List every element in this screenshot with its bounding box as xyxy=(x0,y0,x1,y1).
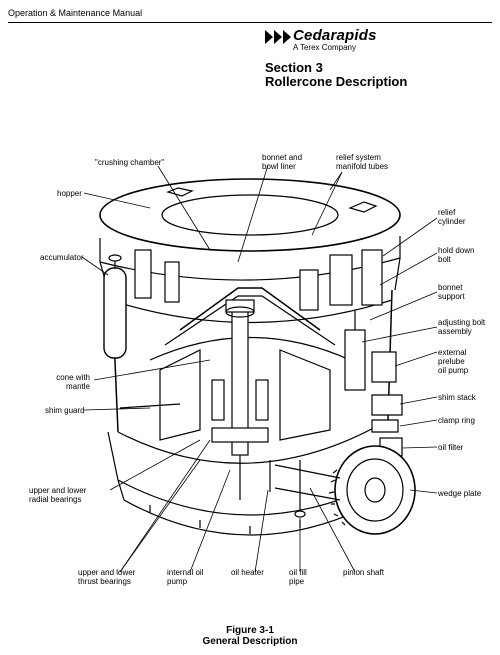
label-bonnet-support-line2: support xyxy=(438,292,465,301)
label-wedge-plate: wedge plate xyxy=(438,489,482,498)
label-ext-pump-line1: external xyxy=(438,348,467,357)
section-number: Section 3 xyxy=(265,60,323,75)
label-ext-pump-line3: oil pump xyxy=(438,366,469,375)
label-external-prelube-oil-pump: external prelube oil pump xyxy=(438,348,468,375)
label-clamp-ring: clamp ring xyxy=(438,416,475,425)
label-oil-fill-line1: oil fill xyxy=(289,568,307,577)
label-adjusting-bolt-line1: adjusting bolt xyxy=(438,318,486,327)
logo-tagline: A Terex Company xyxy=(293,43,356,52)
figure-caption: General Description xyxy=(202,636,298,647)
label-oil-fill-line2: pipe xyxy=(289,577,305,586)
label-radial-line2: radial bearings xyxy=(29,495,82,504)
label-bonnet-support: bonnet support xyxy=(438,283,465,301)
label-pinion-shaft: pinion shaft xyxy=(343,568,384,577)
label-oil-heater: oil heater xyxy=(231,568,264,577)
label-internal-oil-pump: internal oil pump xyxy=(167,568,203,586)
label-relief-manifold-line2: manifold tubes xyxy=(336,162,389,171)
label-thrust-line2: thrust bearings xyxy=(78,577,131,586)
label-relief-system-manifold-tubes: relief system manifold tubes xyxy=(336,153,388,171)
label-shim-stack: shim stack xyxy=(438,393,476,402)
manual-title: Operation & Maintenance Manual xyxy=(8,8,143,18)
label-relief-cylinder-line1: relief xyxy=(438,208,456,217)
label-thrust-line1: upper and lower xyxy=(78,568,136,577)
label-hold-down-line2: bolt xyxy=(438,255,451,264)
label-radial-line1: upper and lower xyxy=(29,486,87,495)
label-adjusting-bolt-assembly: adjusting bolt assembly xyxy=(438,318,485,336)
label-shim-guard: shim guard xyxy=(45,406,85,415)
label-crushing-chamber: "crushing chamber" xyxy=(95,158,165,167)
label-relief-cylinder-line2: cylinder xyxy=(438,217,466,226)
label-accumulator: accumulator xyxy=(40,253,84,262)
label-oil-fill-pipe: oil fill pipe xyxy=(289,568,307,586)
label-oil-filter: oil filter xyxy=(438,443,464,452)
label-relief-cylinder: relief cylinder xyxy=(438,208,466,226)
label-cone-mantle-line2: mantle xyxy=(65,382,90,391)
label-radial-bearings: upper and lower radial bearings xyxy=(29,486,86,504)
figure-number: Figure 3-1 xyxy=(226,625,274,636)
label-relief-manifold-line1: relief system xyxy=(336,153,381,162)
label-adjusting-bolt-line2: assembly xyxy=(438,327,472,336)
header-rule xyxy=(8,22,492,23)
company-logo: Cedarapids A Terex Company xyxy=(265,27,495,53)
cedarapids-logo-icon xyxy=(265,30,291,44)
label-hold-down-line1: hold down xyxy=(438,246,475,255)
label-hold-down-bolt: hold down bolt xyxy=(438,246,474,264)
label-internal-pump-line2: pump xyxy=(167,577,188,586)
label-cone-mantle-line1: cone with xyxy=(56,373,90,382)
label-bonnet-bowl-liner: bonnet and bowl liner xyxy=(262,153,302,171)
section-title: Rollercone Description xyxy=(265,74,408,89)
label-bonnet-support-line1: bonnet xyxy=(438,283,463,292)
label-bonnet-bowl-liner-line2: bowl liner xyxy=(262,162,296,171)
label-thrust-bearings: upper and lower thrust bearings xyxy=(78,568,135,586)
label-ext-pump-line2: prelube xyxy=(438,357,465,366)
label-internal-pump-line1: internal oil xyxy=(167,568,204,577)
label-hopper: hopper xyxy=(57,189,82,198)
label-cone-with-mantle: cone with mantle xyxy=(30,373,90,391)
logo-brand: Cedarapids xyxy=(293,27,377,44)
label-bonnet-bowl-liner-line1: bonnet and xyxy=(262,153,303,162)
